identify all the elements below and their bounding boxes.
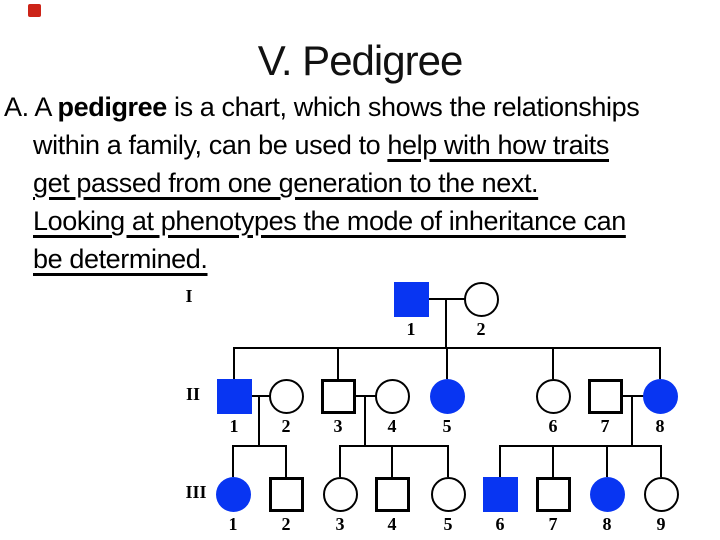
generation-label-II: II bbox=[185, 384, 201, 404]
person-II-1-affected bbox=[216, 378, 252, 414]
pedigree-connector-line bbox=[231, 446, 235, 477]
person-III-4-unaffected bbox=[374, 476, 410, 512]
person-III-7-unaffected bbox=[535, 476, 571, 512]
body-line: Looking at phenotypes the mode of inheri… bbox=[0, 202, 720, 240]
body-line: get passed from one generation to the ne… bbox=[0, 164, 720, 202]
body-text-segment: is a chart, which shows the relationship… bbox=[166, 92, 640, 122]
person-number-I-1: 1 bbox=[406, 318, 416, 339]
person-II-5-affected bbox=[429, 378, 465, 414]
person-number-III-7: 7 bbox=[548, 513, 558, 534]
person-number-II-2: 2 bbox=[281, 415, 291, 436]
pedigree-connector-line bbox=[658, 348, 662, 379]
pedigree-connector-line bbox=[498, 444, 663, 448]
person-number-II-7: 7 bbox=[600, 415, 610, 436]
body-paragraph: A. A pedigree is a chart, which shows th… bbox=[0, 88, 720, 278]
person-III-3-unaffected bbox=[322, 476, 358, 512]
person-number-II-5: 5 bbox=[442, 415, 452, 436]
pedigree-connector-line bbox=[444, 299, 448, 348]
person-number-II-3: 3 bbox=[333, 415, 343, 436]
person-III-2-unaffected bbox=[268, 476, 304, 512]
pedigree-connector-line bbox=[257, 396, 261, 446]
person-number-III-1: 1 bbox=[228, 513, 238, 534]
body-line: A. A pedigree is a chart, which shows th… bbox=[0, 88, 720, 126]
pedigree-connector-line bbox=[336, 348, 340, 379]
pedigree-connector-line bbox=[390, 446, 394, 477]
person-number-II-8: 8 bbox=[655, 415, 665, 436]
person-II-2-unaffected bbox=[268, 378, 304, 414]
pedigree-connector-line bbox=[445, 348, 449, 379]
pedigree-connector-line bbox=[630, 396, 634, 446]
person-II-4-unaffected bbox=[374, 378, 410, 414]
person-number-I-2: 2 bbox=[476, 318, 486, 339]
body-text-segment: pedigree bbox=[57, 92, 168, 122]
person-I-2-unaffected bbox=[463, 281, 499, 317]
person-number-III-8: 8 bbox=[602, 513, 612, 534]
person-II-6-unaffected bbox=[535, 378, 571, 414]
person-III-6-affected bbox=[482, 476, 518, 512]
person-III-1-affected bbox=[215, 476, 251, 512]
person-number-III-6: 6 bbox=[495, 513, 505, 534]
person-number-III-5: 5 bbox=[443, 513, 453, 534]
pedigree-connector-line bbox=[338, 446, 342, 477]
body-line: within a family, can be used to help wit… bbox=[0, 126, 720, 164]
body-text-segment: within a family, can be used to bbox=[33, 130, 388, 160]
person-number-III-4: 4 bbox=[387, 513, 397, 534]
pedigree-connector-line bbox=[659, 446, 663, 477]
body-text-segment: Looking at phenotypes the mode of inheri… bbox=[33, 206, 626, 236]
person-I-1-affected bbox=[393, 281, 429, 317]
person-number-III-2: 2 bbox=[281, 513, 291, 534]
person-number-II-4: 4 bbox=[387, 415, 397, 436]
generation-label-III: III bbox=[185, 482, 207, 502]
pedigree-connector-line bbox=[284, 446, 288, 477]
body-text-segment: help with how traits bbox=[387, 130, 609, 160]
person-II-8-affected bbox=[642, 378, 678, 414]
person-II-3-unaffected bbox=[320, 378, 356, 414]
generation-label-I: I bbox=[185, 286, 193, 306]
body-text-segment: get passed from one generation to the ne… bbox=[33, 168, 539, 198]
slide-title: V. Pedigree bbox=[257, 37, 464, 84]
body-line: be determined. bbox=[0, 240, 720, 278]
person-III-8-affected bbox=[589, 476, 625, 512]
pedigree-connector-line bbox=[605, 446, 609, 477]
pedigree-connector-line bbox=[498, 446, 502, 477]
body-text-segment: be determined. bbox=[33, 244, 208, 274]
pedigree-connector-line bbox=[446, 446, 450, 477]
pedigree-connector-line bbox=[231, 444, 288, 448]
person-III-5-unaffected bbox=[430, 476, 466, 512]
person-III-9-unaffected bbox=[643, 476, 679, 512]
body-text-segment: A. A bbox=[4, 92, 58, 122]
person-II-7-unaffected bbox=[587, 378, 623, 414]
pedigree-connector-line bbox=[551, 348, 555, 379]
person-number-II-1: 1 bbox=[229, 415, 239, 436]
pedigree-connector-line bbox=[338, 444, 450, 448]
pedigree-connector-line bbox=[232, 348, 236, 379]
person-number-II-6: 6 bbox=[548, 415, 558, 436]
red-marker-icon bbox=[28, 4, 41, 17]
pedigree-connector-line bbox=[363, 396, 367, 446]
pedigree-connector-line bbox=[551, 446, 555, 477]
person-number-III-3: 3 bbox=[335, 513, 345, 534]
person-number-III-9: 9 bbox=[656, 513, 666, 534]
